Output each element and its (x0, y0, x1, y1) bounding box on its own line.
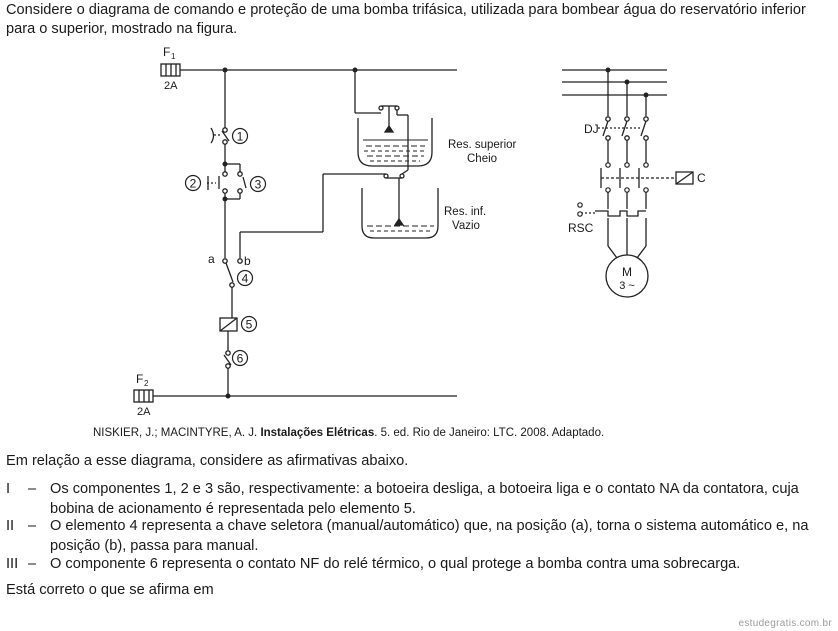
watermark: estudegratis.com.br (738, 618, 832, 629)
fuse-f2-sub: 2 (144, 379, 149, 388)
rsc-label: RSC (568, 221, 594, 235)
statement-ii: II– O elemento 4 representa a chave sele… (6, 518, 809, 554)
citation: NISKIER, J.; MACINTYRE, A. J. Instalaçõe… (93, 427, 605, 439)
res-inferior-label: Res. inf. (444, 206, 486, 218)
fuse-f1-rating: 2A (164, 80, 178, 92)
label-2: 2 (190, 177, 197, 191)
lead-text: Em relação a esse diagrama, considere as… (6, 453, 409, 469)
label-a: a (208, 252, 215, 266)
motor-sub: 3 ~ (619, 280, 635, 292)
res-inferior-state: Vazio (452, 220, 480, 232)
question-intro: Considere o diagrama de comando e proteç… (6, 2, 806, 37)
label-3: 3 (255, 178, 262, 192)
fuse-f2-label: F (136, 372, 143, 386)
label-1: 1 (237, 130, 244, 144)
closing-text: Está correto o que se afirma em (6, 582, 214, 598)
fuse-f1-label: F (163, 45, 170, 59)
res-superior-label: Res. superior (448, 139, 517, 151)
dj-label: DJ (584, 122, 599, 136)
res-superior-state: Cheio (467, 153, 497, 165)
label-5: 5 (246, 318, 253, 332)
label-b: b (244, 254, 251, 268)
statement-i: I– Os componentes 1, 2 e 3 são, respecti… (6, 481, 799, 517)
label-6: 6 (237, 352, 244, 366)
c-label: C (697, 171, 706, 185)
fuse-f1-sub: 1 (171, 52, 176, 61)
label-4: 4 (242, 272, 249, 286)
fuse-f2-rating: 2A (137, 406, 151, 418)
statement-iii: III– O componente 6 representa o contato… (6, 556, 741, 572)
motor-label: M (622, 265, 632, 279)
